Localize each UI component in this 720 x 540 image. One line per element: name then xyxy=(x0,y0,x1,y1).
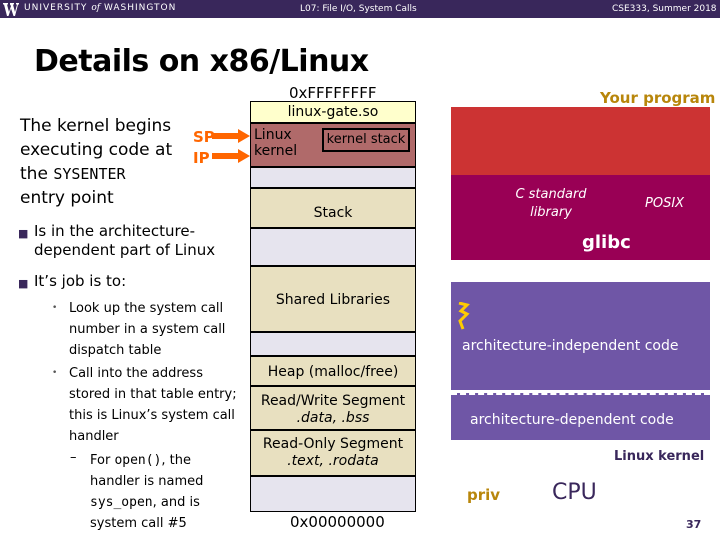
note-line-1: For open(), the xyxy=(90,450,230,471)
intro-line-1: The kernel begins xyxy=(20,116,172,136)
kernel-segment xyxy=(250,123,416,167)
university-name: UNIVERSITY of WASHINGTON xyxy=(24,3,176,13)
read-write-segment: Read/Write Segment .data, .bss xyxy=(250,386,416,430)
intro-line-3: the SYSENTER xyxy=(20,162,195,186)
intro-line-3-prefix: the xyxy=(20,164,54,184)
intro-line-4: entry point xyxy=(20,188,114,208)
bullet-square-icon: ■ xyxy=(18,277,29,290)
sysenter-code: SYSENTER xyxy=(53,165,126,183)
glibc-layer xyxy=(451,175,710,260)
unused-segment xyxy=(250,476,416,512)
glibc-label: glibc xyxy=(582,232,631,253)
bullet-job: ■ It’s job is to: xyxy=(18,272,248,291)
sys-open-code: sys_open xyxy=(90,495,153,510)
note-line-4: system call #5 xyxy=(90,516,187,531)
kernel-stack-box: kernel stack xyxy=(322,128,410,152)
note-line-3-suffix: , and is xyxy=(152,495,200,510)
cpu-label: CPU xyxy=(552,480,597,505)
intro-text: The kernel begins executing code at the … xyxy=(20,114,195,210)
note-suffix: , the xyxy=(161,453,192,468)
linux-kernel-label: Linux kernel xyxy=(614,449,705,464)
sub-bullet-call: • Call into the address stored in that t… xyxy=(52,363,242,447)
kernel-label-line-1: Linux xyxy=(254,127,292,143)
course-name: CSE333, Summer 2018 xyxy=(612,4,717,14)
university-of: of xyxy=(91,3,101,13)
note-prefix: For xyxy=(90,453,115,468)
kernel-independent-layer xyxy=(451,282,710,390)
dash-bullet-icon: – xyxy=(70,450,77,465)
right-arrow-icon xyxy=(212,129,250,143)
bullet-architecture-dependent: ■ Is in the architecture-dependent part … xyxy=(18,222,248,260)
bullet-text: It’s job is to: xyxy=(34,272,127,290)
unused-segment xyxy=(250,228,416,266)
bullet-square-icon: ■ xyxy=(18,227,29,240)
c-standard-library-label: C standard library xyxy=(515,187,587,220)
rw-title: Read/Write Segment xyxy=(260,393,406,409)
rw-sections: .data, .bss xyxy=(296,410,370,426)
lightning-bolt-icon xyxy=(458,302,470,330)
bullet-text: Is in the architecture-dependent part of… xyxy=(34,222,216,259)
lecture-title: L07: File I/O, System Calls xyxy=(300,4,417,14)
ro-title: Read-Only Segment xyxy=(262,436,404,452)
sys-open-note: For open(), the handler is named sys_ope… xyxy=(90,450,230,534)
your-program-label: Your program xyxy=(600,89,716,107)
ip-register-label: IP xyxy=(193,149,210,167)
kernel-dependent-layer xyxy=(451,393,710,440)
layer-divider xyxy=(451,392,710,395)
architecture-independent-label: architecture-independent code xyxy=(462,338,679,354)
page-number: 37 xyxy=(686,518,702,531)
slide-title: Details on x86/Linux xyxy=(34,44,369,79)
heap-segment: Heap (malloc/free) xyxy=(250,356,416,386)
university-right: WASHINGTON xyxy=(103,3,177,13)
uw-w-logo-icon xyxy=(3,3,19,16)
bottom-address: 0x00000000 xyxy=(290,513,385,531)
read-only-segment: Read-Only Segment .text, .rodata xyxy=(250,430,416,476)
posix-label: POSIX xyxy=(645,196,685,211)
sub-bullet-dot-icon: • xyxy=(52,303,58,313)
unused-segment xyxy=(250,332,416,356)
ro-sections: .text, .rodata xyxy=(287,453,379,469)
sub-bullet-text: Look up the system call number in a syst… xyxy=(69,301,226,358)
kernel-label-line-2: kernel xyxy=(254,143,298,159)
top-address: 0xFFFFFFFF xyxy=(289,84,377,102)
note-line-2: handler is named xyxy=(90,474,204,489)
stack-segment: Stack xyxy=(250,188,416,228)
linux-gate-segment: linux-gate.so xyxy=(250,101,416,123)
intro-line-2: executing code at xyxy=(20,140,173,160)
sub-bullet-lookup: • Look up the system call number in a sy… xyxy=(52,298,234,361)
priv-label: priv xyxy=(467,486,501,504)
note-line-3: sys_open, and is xyxy=(90,492,230,513)
shared-libraries-segment: Shared Libraries xyxy=(250,266,416,332)
university-left: UNIVERSITY xyxy=(24,3,88,13)
unused-segment xyxy=(250,167,416,188)
open-code: open() xyxy=(114,453,162,468)
header-bar xyxy=(0,0,720,18)
kernel-label: Linux kernel xyxy=(254,127,297,159)
sub-bullet-dot-icon: • xyxy=(52,368,58,378)
sp-register-label: SP xyxy=(193,128,215,146)
architecture-dependent-label: architecture-dependent code xyxy=(470,412,674,428)
right-arrow-icon xyxy=(212,149,250,163)
sub-bullet-text: Call into the address stored in that tab… xyxy=(69,366,237,444)
